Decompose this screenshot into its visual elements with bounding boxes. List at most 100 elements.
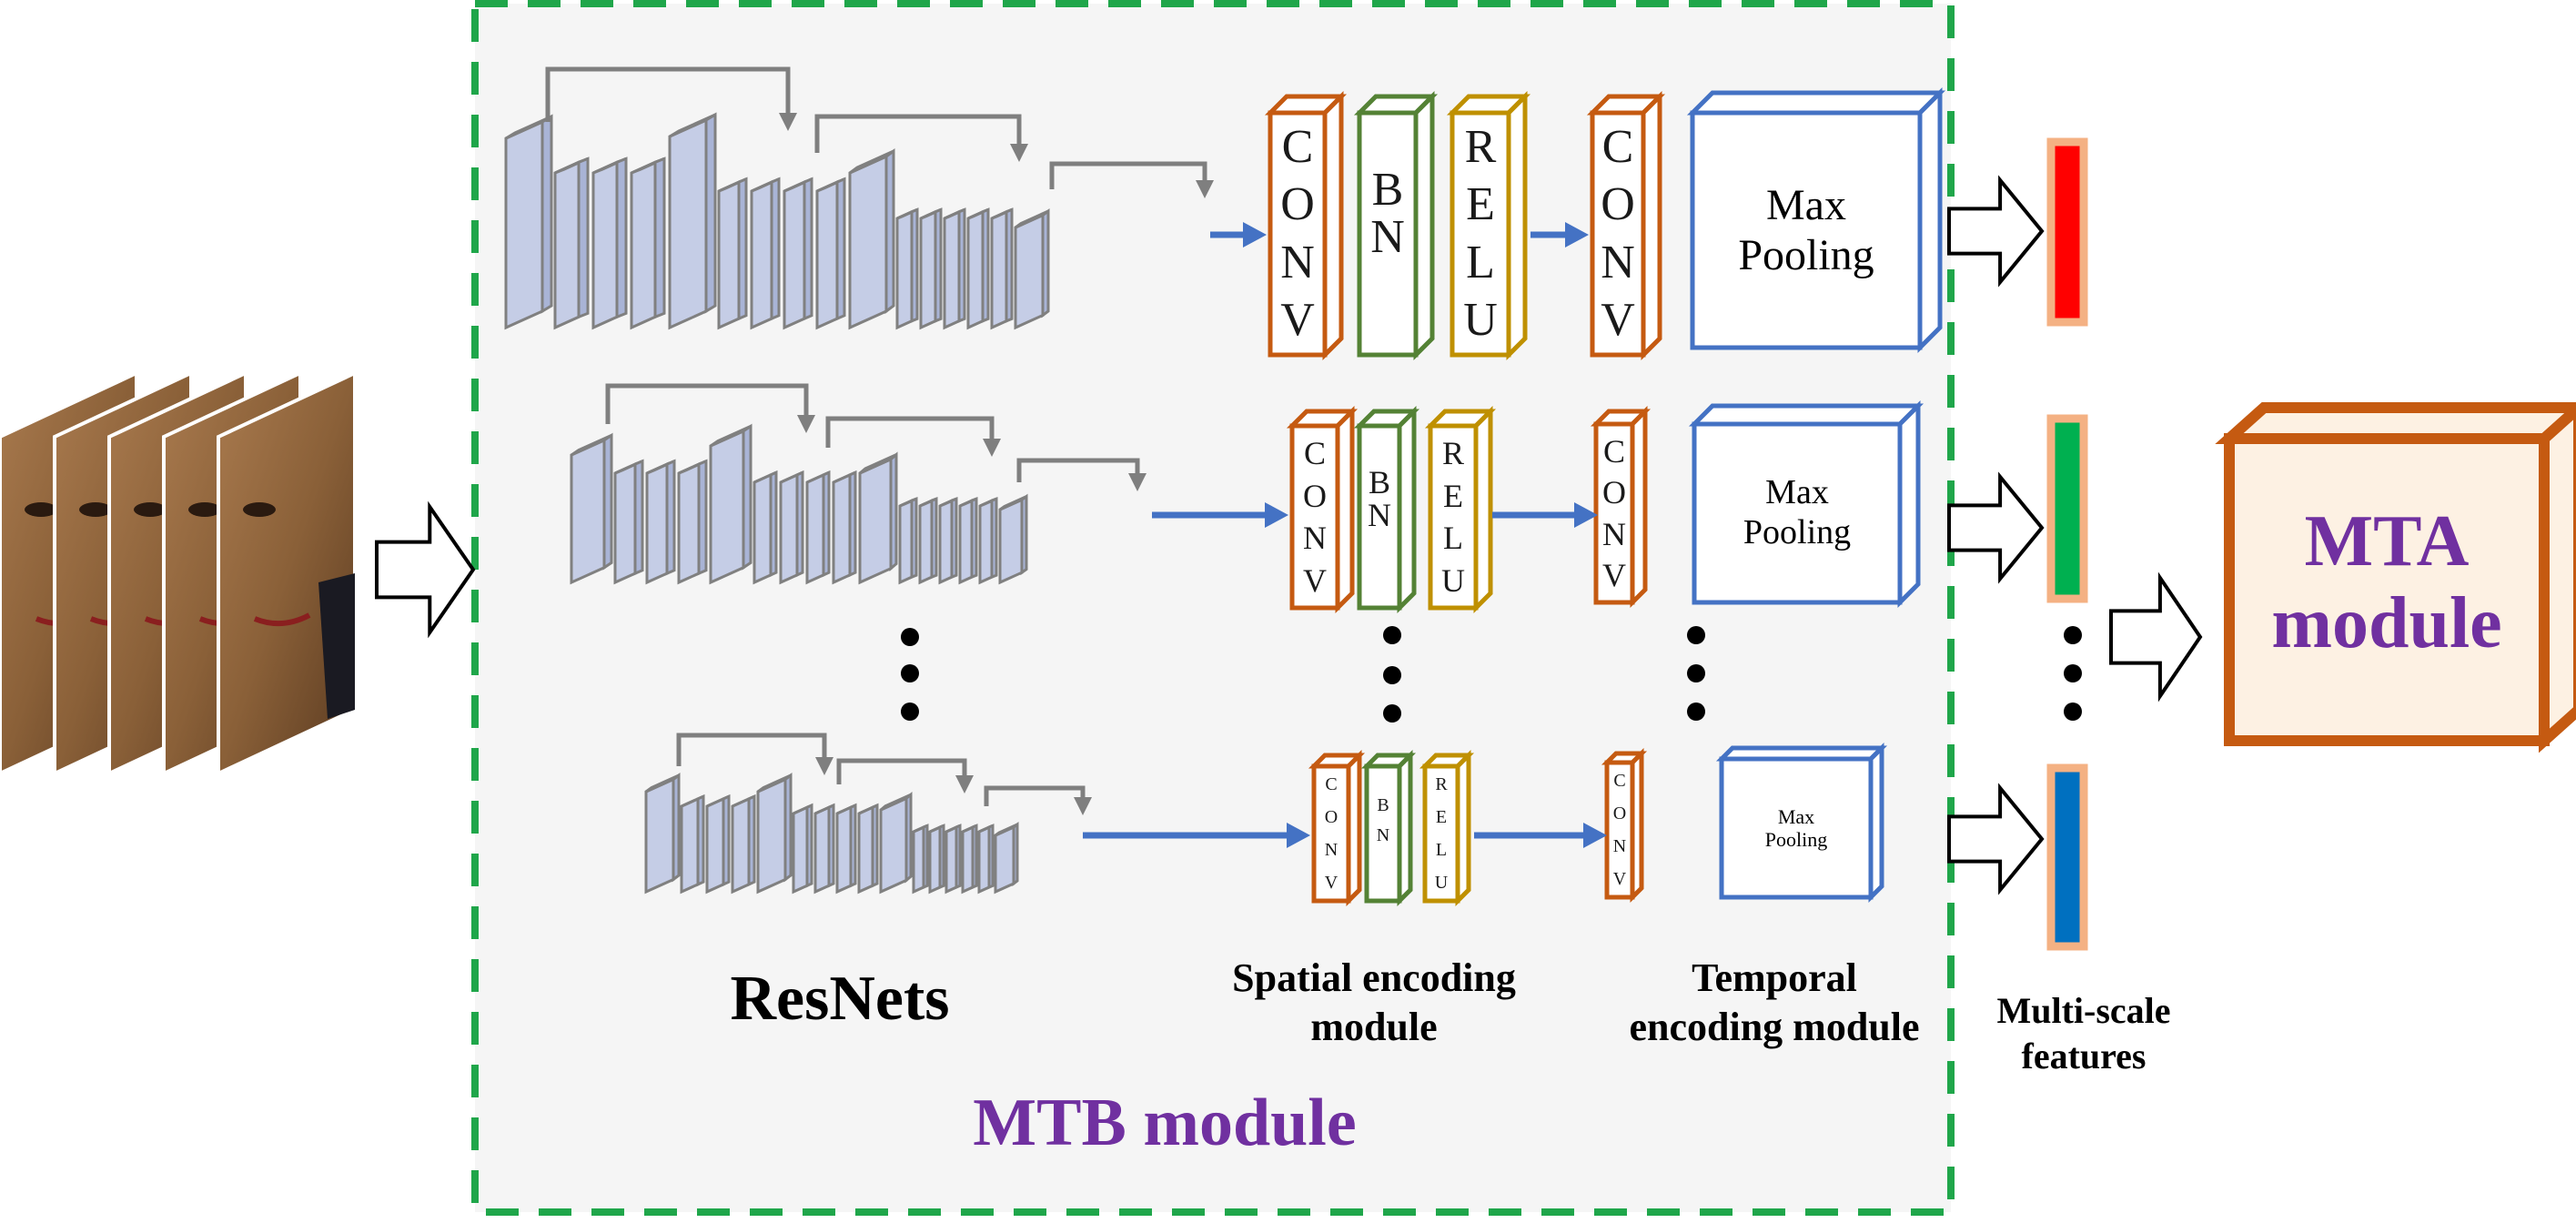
skip-connection bbox=[605, 383, 815, 433]
feature-bar bbox=[2046, 763, 2088, 951]
eye-mark bbox=[25, 502, 57, 517]
resnet-layer bbox=[832, 470, 857, 585]
block-letter: V bbox=[1601, 293, 1635, 346]
block-letter: B bbox=[1377, 794, 1389, 815]
eye-mark bbox=[188, 502, 221, 517]
resnet-layer bbox=[792, 803, 813, 895]
flow-arrowhead bbox=[1265, 502, 1288, 528]
block-letter: N bbox=[1602, 515, 1626, 552]
resnet-layer bbox=[990, 207, 1014, 330]
resnet-layer bbox=[958, 497, 978, 585]
hollow-arrow-icon bbox=[375, 500, 476, 639]
resnet-layer bbox=[591, 157, 628, 330]
ellipsis-dot bbox=[2064, 626, 2082, 644]
features-label-line1: Multi-scale bbox=[1996, 990, 2171, 1031]
hair-shadow bbox=[318, 573, 355, 719]
block-letter: O bbox=[1324, 807, 1339, 827]
resnets-label: ResNets bbox=[730, 964, 950, 1034]
max-pooling-block bbox=[1688, 399, 1924, 609]
temporal-conv-block bbox=[1601, 747, 1648, 904]
block-letter: B bbox=[1371, 163, 1404, 216]
block-letter: U bbox=[1463, 293, 1498, 346]
ellipsis-dots bbox=[901, 626, 2082, 723]
resnet-layer bbox=[912, 824, 929, 895]
resnet-layer bbox=[928, 824, 945, 895]
block-letter: E bbox=[1466, 178, 1495, 231]
ellipsis-dot bbox=[901, 702, 919, 721]
skip-connection bbox=[676, 733, 833, 775]
skip-connection bbox=[1049, 161, 1214, 198]
block-letter: V bbox=[1602, 556, 1626, 593]
block-letter: O bbox=[1280, 178, 1315, 231]
skip-connection bbox=[825, 416, 1001, 457]
mta-label-line1: MTA bbox=[2304, 501, 2470, 581]
multi-scale-feature-bars bbox=[2046, 137, 2088, 951]
encoding-blocks bbox=[1264, 86, 1946, 907]
skip-connection bbox=[984, 785, 1092, 815]
temporal-conv-block bbox=[1586, 90, 1666, 361]
block-letter: E bbox=[1443, 477, 1463, 514]
hollow-arrows bbox=[375, 175, 2203, 895]
skip-connection bbox=[814, 114, 1028, 162]
resnet-layer bbox=[835, 803, 857, 895]
block-letter: N bbox=[1368, 497, 1391, 533]
mta-module-box bbox=[2215, 402, 2576, 753]
block-letter: C bbox=[1303, 435, 1326, 471]
resnet-layer bbox=[779, 470, 804, 585]
block-letter: C bbox=[1602, 433, 1625, 470]
hollow-arrow-icon bbox=[1947, 175, 2045, 288]
resnet-layer bbox=[504, 114, 553, 330]
block-letter: C bbox=[1613, 771, 1626, 791]
temporal-label-line2: encoding module bbox=[1629, 1005, 1920, 1049]
flow-arrows bbox=[1083, 222, 1607, 848]
face-frame bbox=[217, 369, 357, 777]
ellipsis-dot bbox=[1687, 664, 1705, 682]
hollow-arrow-icon bbox=[1947, 471, 2045, 584]
block-letter: C bbox=[1325, 774, 1338, 794]
resnet-layer bbox=[998, 493, 1028, 585]
bn-block bbox=[1353, 405, 1420, 614]
flow-arrowhead bbox=[1574, 502, 1598, 528]
flow-arrowhead bbox=[1583, 823, 1607, 848]
hollow-arrow-icon bbox=[1947, 783, 2045, 895]
resnet-layer bbox=[879, 791, 913, 895]
resnet-layer bbox=[644, 773, 681, 895]
block-letter: N bbox=[1370, 210, 1405, 263]
ellipsis-dot bbox=[1383, 704, 1401, 723]
eye-mark bbox=[79, 502, 112, 517]
block-letter: L bbox=[1466, 236, 1495, 288]
block-letter: L bbox=[1435, 840, 1448, 860]
block-letter: N bbox=[1324, 840, 1339, 860]
block-letter: U bbox=[1441, 561, 1465, 599]
bn-block bbox=[1353, 90, 1439, 361]
block-letter: R bbox=[1435, 774, 1448, 794]
temporal-conv-block bbox=[1590, 405, 1652, 609]
ellipsis-dot bbox=[901, 664, 919, 682]
block-letter: U bbox=[1434, 873, 1449, 893]
resnet-layer bbox=[705, 793, 731, 895]
spatial-label-line2: module bbox=[1310, 1005, 1438, 1049]
resnet-layer bbox=[668, 112, 717, 330]
relu-block bbox=[1446, 90, 1531, 361]
resnet-layer bbox=[945, 824, 962, 895]
resnet-layer bbox=[805, 470, 831, 585]
bn-block bbox=[1360, 749, 1417, 907]
input-face-frames bbox=[0, 369, 357, 777]
block-letter: B bbox=[1368, 464, 1390, 500]
max-pooling-block bbox=[1686, 86, 1946, 354]
ellipsis-dot bbox=[1687, 702, 1705, 721]
skip-connection bbox=[545, 66, 797, 131]
block-letter: N bbox=[1376, 824, 1390, 845]
resnet-layer bbox=[731, 793, 756, 895]
block-letter: V bbox=[1324, 873, 1339, 893]
